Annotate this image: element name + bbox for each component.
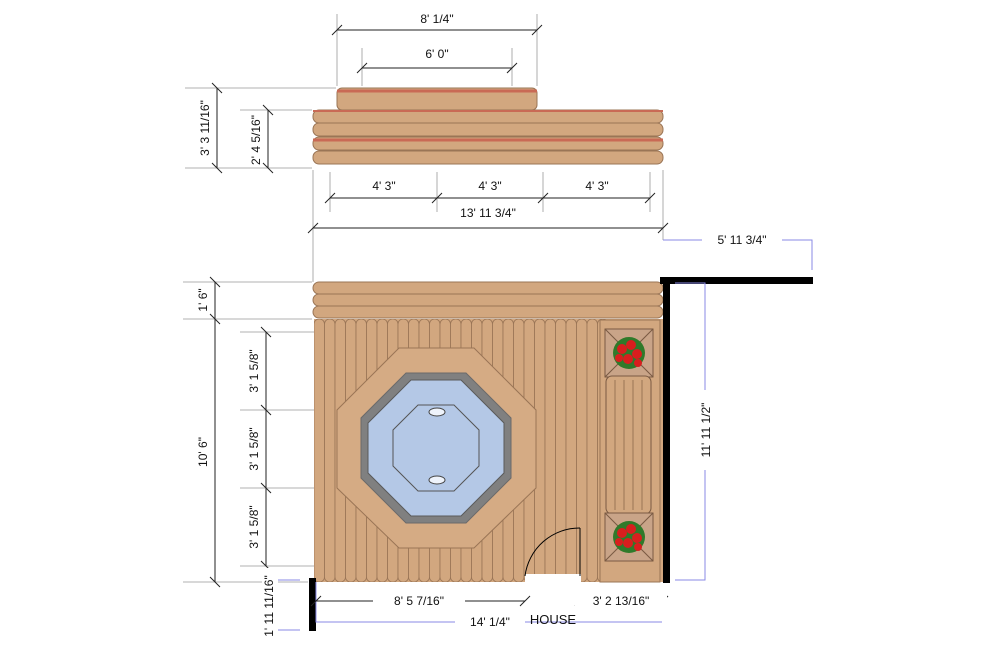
svg-text:1' 6": 1' 6" bbox=[196, 288, 210, 311]
dim-step-outer: 8' 1/4" bbox=[331, 11, 543, 86]
dim-label: 6' 0" bbox=[425, 47, 448, 61]
dim-label: 4' 3" bbox=[585, 179, 608, 193]
planter-top bbox=[604, 328, 654, 378]
deck-board bbox=[586, 319, 598, 582]
flower-icon bbox=[613, 337, 645, 369]
dim-sections: 4' 3" 4' 3" 4' 3" bbox=[324, 172, 656, 212]
deck-steps bbox=[312, 281, 664, 319]
bench bbox=[605, 375, 652, 515]
dim-label: 4' 3" bbox=[478, 179, 501, 193]
deck-board bbox=[555, 319, 567, 582]
dim-label: 5' 11 3/4" bbox=[717, 233, 766, 247]
dim-label: 1' 11 11/16" bbox=[262, 575, 276, 637]
deck-board bbox=[565, 319, 577, 582]
dim-label: 4' 3" bbox=[372, 179, 395, 193]
svg-text:3' 1 5/8": 3' 1 5/8" bbox=[247, 427, 261, 470]
svg-text:3' 1 5/8": 3' 1 5/8" bbox=[247, 505, 261, 548]
svg-text:10' 6": 10' 6" bbox=[196, 437, 210, 467]
door bbox=[524, 527, 581, 584]
svg-text:3' 2 13/16": 3' 2 13/16" bbox=[593, 594, 650, 608]
dim-label: 3' 3 11/16" bbox=[198, 100, 212, 156]
dim-step-inner: 6' 0" bbox=[356, 46, 518, 86]
deck-board bbox=[324, 319, 336, 582]
dim-label: 13' 11 3/4" bbox=[460, 206, 516, 220]
planter-bottom bbox=[604, 512, 654, 562]
dim-total-height: 3' 3 11/16" bbox=[185, 82, 336, 174]
plan-view: 5' 11 3/4" 1' 6" 10' 6" 3' 1 5/8" 3' bbox=[183, 232, 813, 648]
elevation-boards bbox=[312, 109, 664, 165]
svg-text:14' 1/4": 14' 1/4" bbox=[470, 615, 510, 629]
deck-board bbox=[544, 319, 556, 582]
svg-text:3' 1 5/8": 3' 1 5/8" bbox=[247, 349, 261, 392]
dim-label: 11' 11 1/2" bbox=[699, 403, 713, 458]
dim-plan-segments: 3' 1 5/8" 3' 1 5/8" 3' 1 5/8" bbox=[240, 326, 314, 572]
svg-text:8' 5 7/16": 8' 5 7/16" bbox=[394, 594, 444, 608]
house-label: HOUSE bbox=[530, 612, 577, 627]
dim-front-height: 2' 4 5/16" bbox=[240, 104, 312, 174]
deck-board bbox=[314, 319, 325, 582]
elevation-view: 8' 1/4" 6' 0" 3' 3 11/16" 2' 4 5/16" bbox=[185, 11, 669, 282]
flower-icon bbox=[613, 521, 645, 553]
dim-plan-bottom: 8' 5 7/16" 3' 2 13/16" 14' 1/4" bbox=[310, 593, 669, 630]
bench-area bbox=[599, 319, 661, 583]
dim-label: 2' 4 5/16" bbox=[249, 115, 263, 165]
hot-tub bbox=[360, 372, 512, 524]
dim-plan-left: 1' 6" 10' 6" bbox=[183, 276, 312, 588]
dim-label: 8' 1/4" bbox=[420, 12, 453, 26]
deck-board bbox=[576, 319, 588, 582]
dim-total-width-top: 13' 11 3/4" bbox=[307, 170, 669, 282]
